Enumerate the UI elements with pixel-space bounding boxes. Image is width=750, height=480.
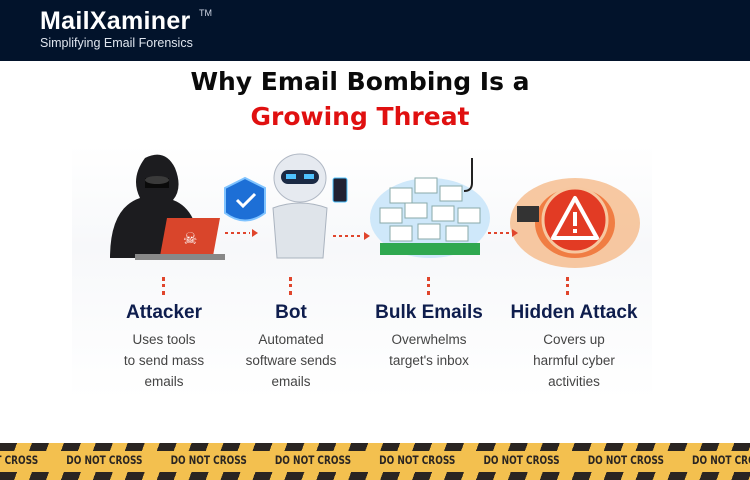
tape-text: DO NOT CROSS	[0, 453, 39, 467]
tape-text: DO NOT CROSS	[274, 453, 352, 467]
step-title: Attacker	[125, 302, 203, 323]
tape-text: DO NOT CROSS	[483, 453, 560, 467]
step-title: Hidden Attack	[510, 302, 638, 323]
tagline: Simplifying Email Forensics	[40, 36, 193, 50]
connector-dots	[566, 277, 569, 295]
warning-fire-icon	[510, 178, 640, 268]
step-title: Bot	[275, 302, 307, 323]
email-pile-icon	[370, 158, 490, 258]
trademark: TM	[199, 8, 212, 18]
robot-icon	[224, 153, 348, 259]
page-title-accent: Growing Threat	[250, 102, 470, 131]
page-title: Why Email Bombing Is a	[190, 67, 530, 96]
tape-text: DO NOT CROSS	[170, 453, 247, 467]
connector-dots	[289, 277, 292, 295]
header: MailXaminer TM Simplifying Email Forensi…	[0, 0, 750, 61]
tape-text: DO NOT CROSS	[587, 453, 664, 467]
tape-text: DO NOT CROSS	[692, 453, 750, 467]
connector-dots	[162, 277, 165, 295]
svg-text:☠: ☠	[183, 229, 197, 248]
hacker-laptop-icon: ☠	[110, 154, 225, 260]
logo: MailXaminer	[40, 7, 191, 35]
caution-tape: DO NOT CROSS DO NOT CROSS DO NOT CROSS DO N…	[0, 443, 750, 480]
flow-arrows	[225, 229, 518, 240]
tape-text: DO NOT CROSS	[66, 453, 143, 467]
step-title: Bulk Emails	[375, 302, 483, 323]
connector-dots	[427, 277, 430, 295]
tape-text: DO NOT CROSS	[379, 453, 456, 467]
